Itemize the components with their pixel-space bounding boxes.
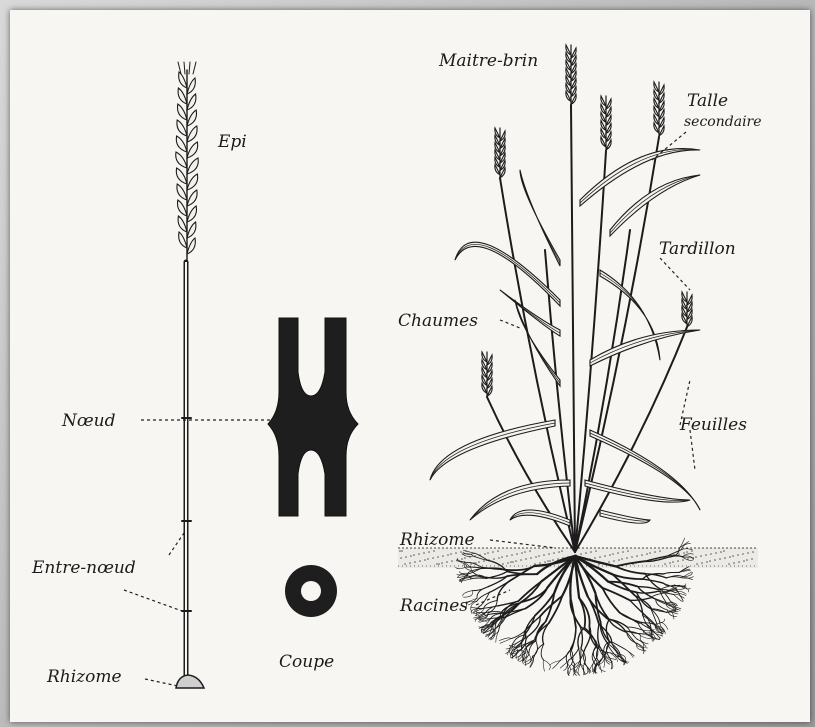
label-entre-noeud: Entre-nœud xyxy=(31,558,136,578)
label-secondaire: secondaire xyxy=(684,114,762,130)
label-chaumes: Chaumes xyxy=(398,311,478,331)
diagram-labels: Epi Nœud Entre-nœud Rhizome Coupe Maitre… xyxy=(31,51,762,687)
label-noeud: Nœud xyxy=(61,411,116,431)
wheat-plant-drawing xyxy=(398,45,758,675)
label-rhizome-right: Rhizome xyxy=(399,530,475,550)
single-stem-drawing xyxy=(176,62,204,688)
label-feuilles: Feuilles xyxy=(679,415,747,435)
label-rhizome-left: Rhizome xyxy=(46,667,122,687)
label-epi: Epi xyxy=(217,132,247,152)
label-racines: Racines xyxy=(399,596,468,616)
label-talle: Talle xyxy=(687,91,728,111)
ear-illustration xyxy=(176,62,199,262)
label-coupe: Coupe xyxy=(279,652,334,672)
label-maitre-brin: Maitre-brin xyxy=(438,51,538,71)
label-tardillon: Tardillon xyxy=(659,239,736,259)
stem-section-drawing xyxy=(268,318,358,617)
